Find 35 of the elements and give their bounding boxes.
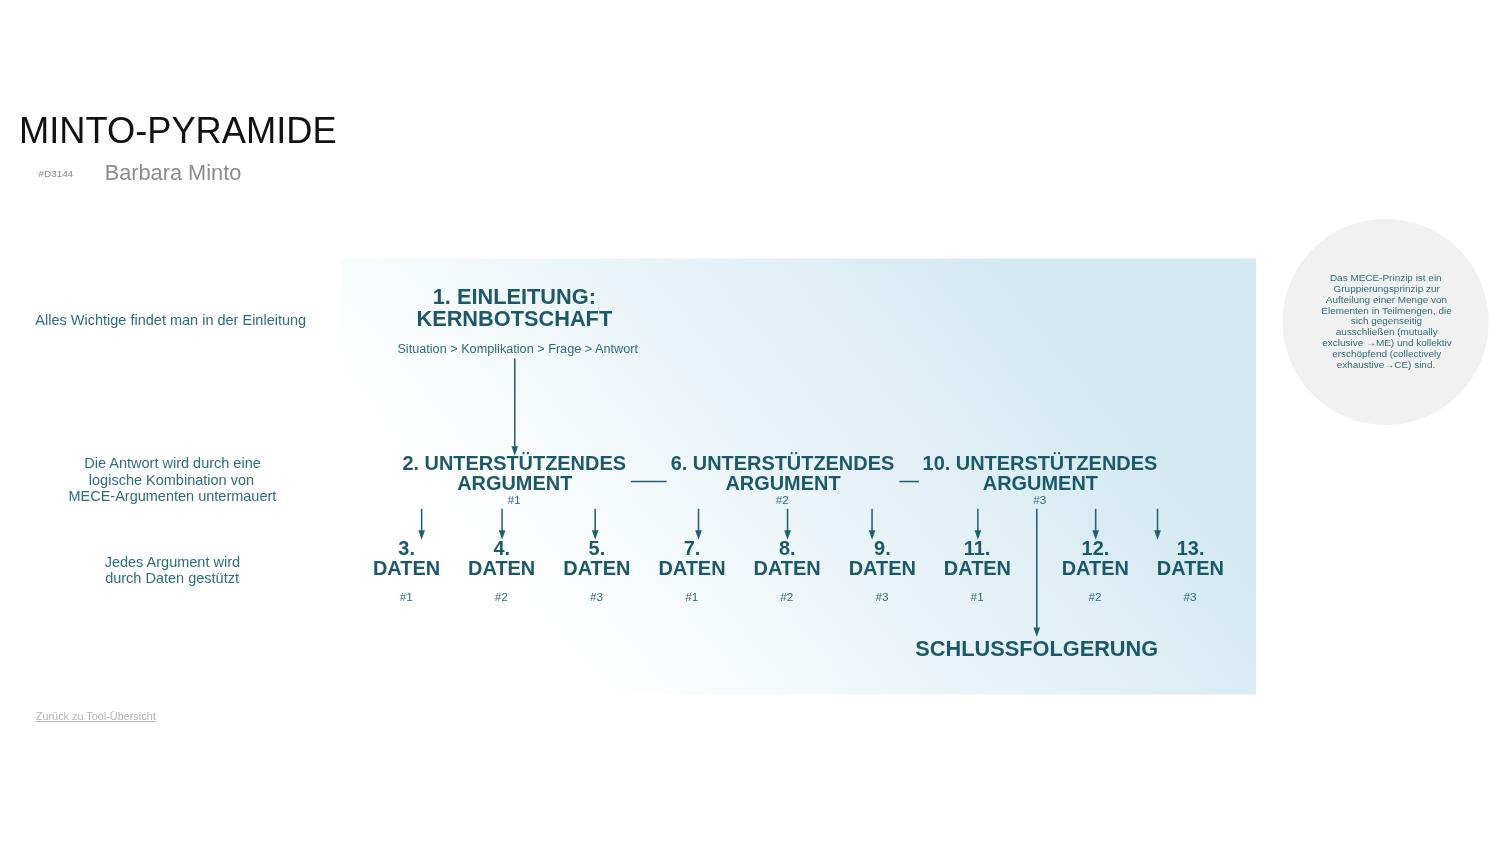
arrow <box>418 507 425 540</box>
node-text: 9. DATEN #3 <box>848 536 916 603</box>
arrow <box>974 507 982 540</box>
arrow <box>498 507 506 540</box>
node-text: 12. DATEN #2 <box>1061 536 1129 603</box>
node-text: SCHLUSSFOLGERUNG <box>915 635 1159 661</box>
node-text: 11. DATEN #1 <box>943 536 1012 603</box>
label: Alles Wichtige findet man in der Einleitung <box>35 311 307 328</box>
node-text: 2. UNTERSTÜTZENDES ARGUMENT #1 <box>402 451 626 506</box>
label: Die Antwort wird durch eine logische Kombination von MECE-Argumenten untermauert <box>68 454 277 504</box>
node-text: 7. DATEN #1 <box>658 536 726 603</box>
arrow <box>695 507 702 540</box>
node-text: 1. EINLEITUNG: KERNBOTSCHAFT Situation > Komplikation > Frage > Antwort <box>397 283 638 356</box>
node-text: 10. UNTERSTÜTZENDES ARGUMENT #3 <box>922 451 1158 506</box>
arrow <box>1154 507 1161 540</box>
arrow <box>1033 507 1041 637</box>
node-text: 8. DATEN #2 <box>753 536 821 603</box>
node-text: 5. DATEN #3 <box>563 536 631 603</box>
node-text: 6. UNTERSTÜTZENDES ARGUMENT #2 <box>670 451 895 506</box>
diagram-title: MINTO-PYRAMIDE <box>19 109 337 151</box>
arrow <box>511 357 519 456</box>
arrow <box>868 507 876 540</box>
node-text: 13. DATEN #3 <box>1156 536 1224 603</box>
label: Barbara Minto <box>104 159 242 185</box>
node-text: 3. DATEN #1 <box>372 536 441 603</box>
connector <box>898 480 920 482</box>
arrow <box>591 507 599 540</box>
label: Jedes Argument wird durch Daten gestützt <box>104 553 241 586</box>
arrow <box>784 507 791 540</box>
arrow <box>1092 507 1099 540</box>
cluster <box>341 257 1257 694</box>
label: #D3144 <box>38 167 74 179</box>
node-text: 4. DATEN #2 <box>468 536 536 603</box>
connector <box>630 480 668 482</box>
label: Zurück zu Tool-Übersicht <box>35 709 156 722</box>
